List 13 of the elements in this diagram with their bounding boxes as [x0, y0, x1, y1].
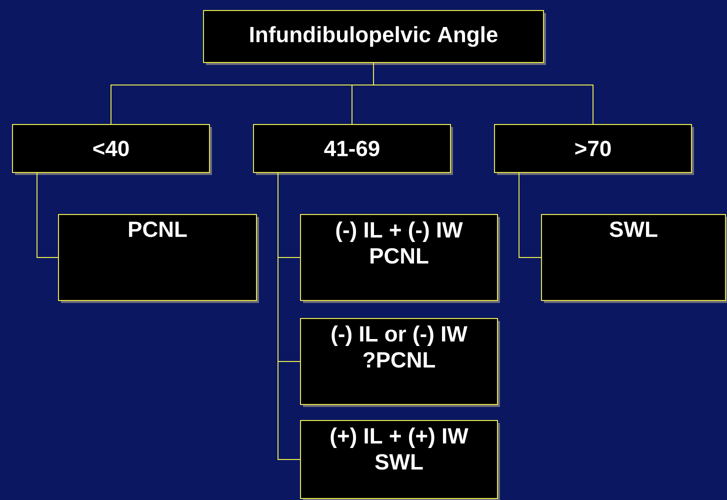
- category-box: PCNL: [58, 214, 259, 303]
- connector-line: [518, 172, 542, 258]
- category-box: (-) IL + (-) IW PCNL: [300, 214, 500, 303]
- category-box: (-) IL or (-) IW ?PCNL: [300, 318, 500, 407]
- connector-line: [36, 172, 58, 258]
- category-box: (+) IL + (+) IW SWL: [300, 420, 500, 500]
- category-box: SWL: [541, 214, 727, 303]
- connector-line: [373, 62, 594, 124]
- connector-line: [278, 172, 300, 460]
- category-box: 41-69: [253, 124, 453, 175]
- category-box: <40: [12, 124, 212, 175]
- category-box: >70: [494, 124, 694, 175]
- title-box: Infundibulopelvic Angle: [203, 10, 546, 65]
